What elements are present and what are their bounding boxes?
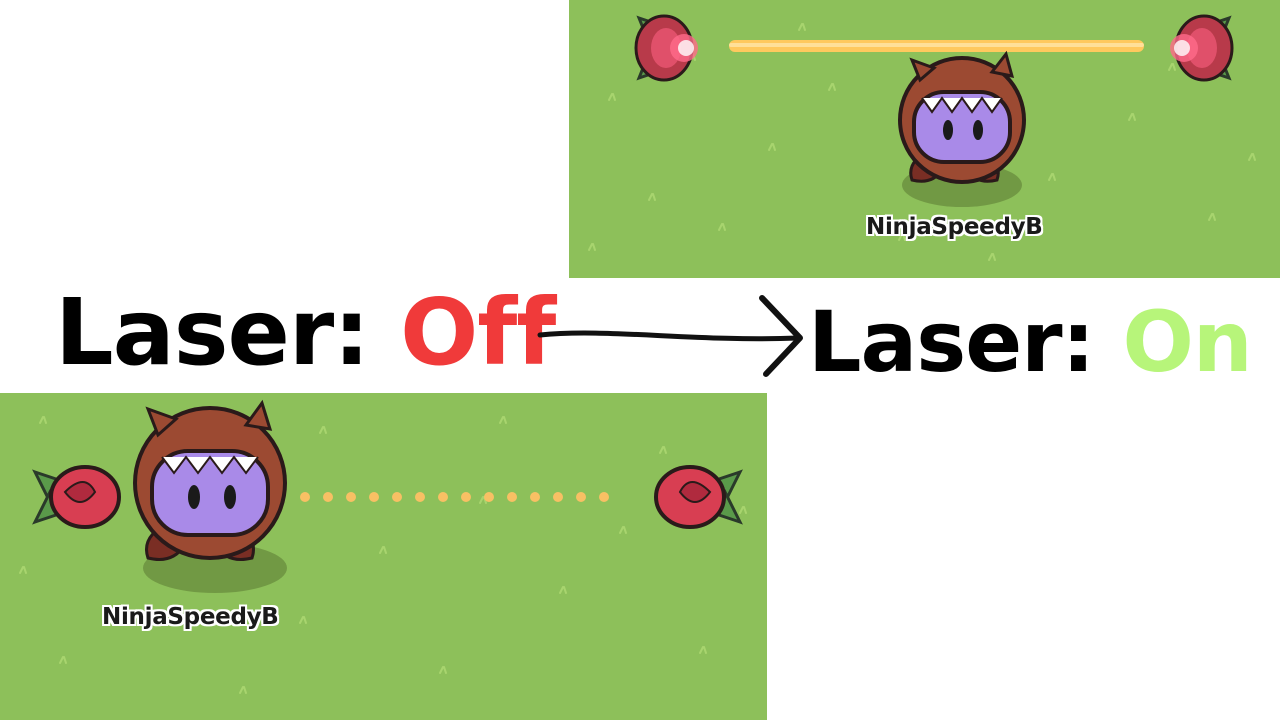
- laser-off-game-view: NinjaSpeedyB: [0, 393, 767, 720]
- laser-off-prefix: Laser:: [55, 279, 401, 386]
- laser-off-heading: Laser: Off: [55, 287, 556, 379]
- flower-laser-emitter-icon-right: [1170, 14, 1234, 82]
- dino-hood-character-icon-bottom: [133, 399, 287, 593]
- laser-on-state: On: [1122, 293, 1252, 391]
- flower-laser-emitter-icon-left: [32, 465, 121, 529]
- laser-off-state: Off: [400, 279, 556, 386]
- player-name-label: NinjaSpeedyB: [866, 214, 1043, 240]
- laser-on-scene: [588, 14, 1256, 261]
- laser-path-dots: [300, 492, 609, 502]
- flower-laser-emitter-icon-right: [654, 465, 743, 529]
- grass-texture: [588, 23, 1256, 261]
- laser-on-game-view: NinjaSpeedyB: [569, 0, 1280, 278]
- laser-off-scene: [19, 399, 747, 694]
- grass-texture: [19, 416, 747, 694]
- laser-on-heading: Laser: On: [808, 300, 1253, 384]
- laser-on-prefix: Laser:: [808, 293, 1123, 391]
- flower-laser-emitter-icon-left: [634, 14, 698, 82]
- player-name-label: NinjaSpeedyB: [102, 604, 279, 630]
- dino-hood-character-icon-top: [898, 50, 1026, 207]
- right-arrow-icon: [537, 295, 803, 377]
